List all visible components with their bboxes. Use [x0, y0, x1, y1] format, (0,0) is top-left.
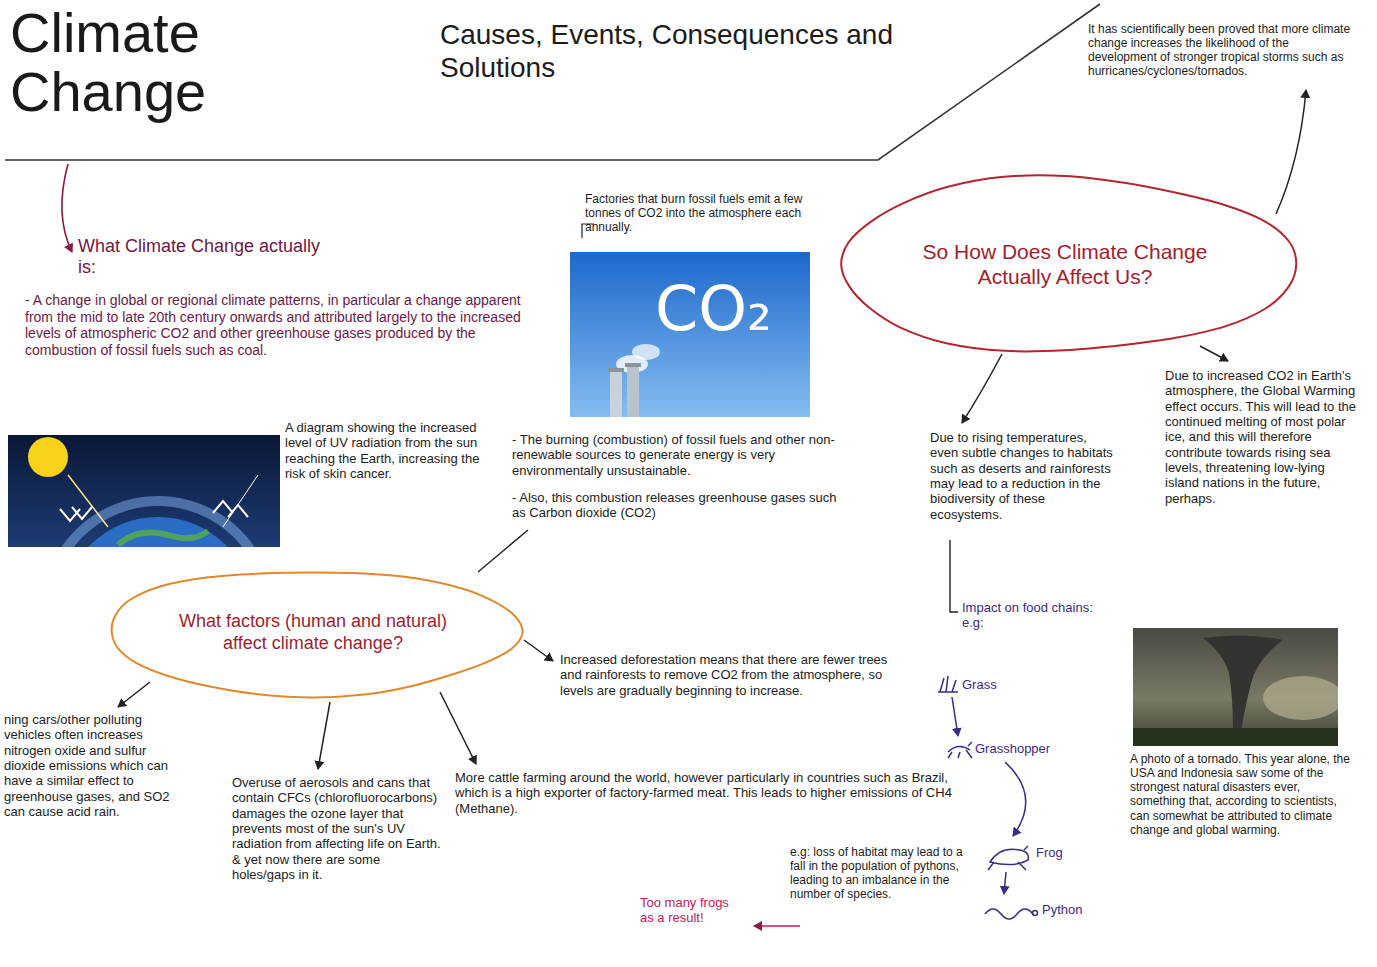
ray-arrow	[213, 501, 248, 517]
sun	[28, 437, 68, 477]
ground	[1133, 728, 1338, 746]
food-chain-item: Grasshopper	[975, 741, 1075, 756]
note-text: Factories that burn fossil fuels emit a …	[585, 192, 820, 234]
section-heading: Impact on food chains: e.g:	[962, 600, 1112, 631]
note-text: It has scientifically been proved that m…	[1088, 22, 1360, 79]
chimney-rim	[625, 363, 641, 367]
thought-bubble: So How Does Climate Change Actually Affe…	[830, 172, 1300, 357]
chimney-rim	[608, 368, 624, 372]
note-text: ning cars/other polluting vehicles often…	[4, 712, 189, 819]
leader-line	[478, 530, 528, 572]
photo-text: CO₂	[655, 278, 785, 340]
bubble-outline-path	[841, 175, 1296, 351]
section-heading: What Climate Change actually is:	[78, 236, 340, 278]
bubble-outline	[100, 565, 525, 700]
title-rule	[5, 4, 1100, 160]
frog-icon	[988, 846, 1028, 870]
note-text: More cattle farming around the world, ho…	[455, 770, 955, 816]
chimney	[627, 365, 639, 417]
earth	[62, 517, 254, 547]
ray-arrow	[60, 507, 92, 521]
chimney	[610, 370, 622, 417]
smoke	[632, 344, 660, 360]
bubble-outline	[830, 172, 1300, 357]
sky	[570, 252, 810, 417]
food-chain-arrow	[952, 697, 958, 736]
ray	[68, 475, 108, 527]
python-head	[1033, 911, 1038, 916]
figure-caption: A diagram showing the increased level of…	[285, 420, 500, 481]
note-text: Due to rising temperatures, even subtle …	[930, 430, 1115, 522]
food-chain-arrow	[1004, 872, 1006, 894]
food-chain-doodles	[938, 676, 1038, 919]
earth-radiation-picture	[8, 435, 280, 547]
food-chain-item: Python	[1042, 902, 1102, 917]
leader-arrow	[318, 702, 330, 769]
tornado-photo	[1133, 628, 1338, 746]
co2-photo	[570, 252, 810, 417]
leader-arrow	[118, 682, 150, 707]
note-text: Overuse of aerosols and cans that contai…	[232, 775, 442, 882]
thought-bubble: What factors (human and natural) affect …	[100, 565, 525, 700]
bubble-text: So How Does Climate Change Actually Affe…	[896, 239, 1234, 289]
callout-note: Too many frogs as a result!	[640, 895, 745, 926]
leader-arrow	[62, 164, 72, 252]
figure-caption: A photo of a tornado. This year alone, t…	[1130, 752, 1358, 837]
leader-line	[950, 540, 958, 612]
ray	[223, 475, 258, 527]
leader-arrow	[440, 692, 476, 764]
note-text: - Also, this combustion releases greenho…	[512, 490, 842, 521]
leader-arrow	[524, 640, 553, 661]
light-patch	[1263, 676, 1338, 720]
bubble-text-box: So How Does Climate Change Actually Affe…	[896, 239, 1234, 289]
python-icon	[985, 909, 1033, 919]
leader-arrow	[754, 925, 800, 927]
diagram-title: Climate Change	[10, 4, 310, 122]
note-text: Due to increased CO2 in Earth's atmosphe…	[1165, 368, 1360, 506]
leader-arrow	[962, 354, 1002, 423]
grasshopper-icon	[948, 742, 972, 758]
bubble-text-box: What factors (human and natural) affect …	[160, 611, 466, 654]
note-text: - The burning (combustion) of fossil fue…	[512, 432, 842, 478]
land	[118, 531, 208, 545]
bubble-text: What factors (human and natural) affect …	[160, 611, 466, 654]
note-text: Increased deforestation means that there…	[560, 652, 900, 698]
leader-arrow	[1276, 90, 1306, 214]
bubble-outline-path	[112, 572, 523, 697]
funnel	[1203, 635, 1283, 730]
food-chain-item: Frog	[1036, 845, 1086, 860]
definition-text: - A change in global or regional climate…	[25, 292, 535, 358]
food-chain-item: Grass	[962, 677, 1022, 692]
food-chain-arrow	[1005, 762, 1026, 836]
grass-icon	[938, 676, 958, 692]
subtitle: Causes, Events, Consequences and Solutio…	[440, 18, 910, 84]
leader-arrow	[1200, 346, 1228, 361]
note-text: e.g: loss of habitat may lead to a fall …	[790, 845, 975, 902]
